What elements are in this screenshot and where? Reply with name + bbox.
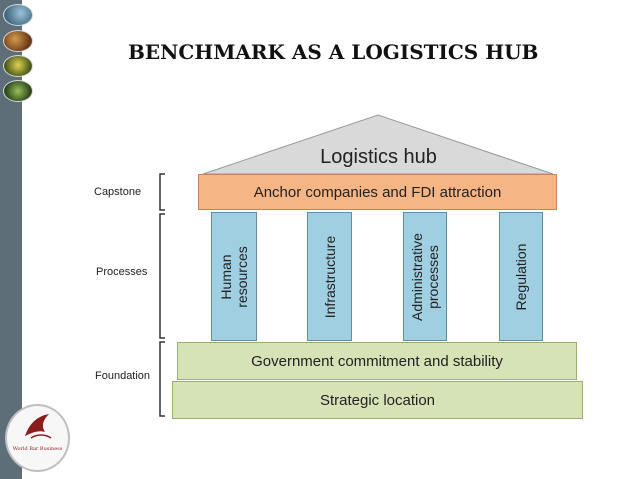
sidebar-strip: [0, 0, 22, 479]
bird-emblem-icon: [25, 414, 52, 439]
level-label-processes: Processes: [96, 266, 148, 278]
pillar-administrative-processes: Administrative processes: [403, 212, 447, 341]
slide-title: BENCHMARK AS A LOGISTICS HUB: [128, 40, 539, 64]
foundation-upper-label: Government commitment and stability: [251, 352, 503, 370]
capstone-bar: Anchor companies and FDI attraction: [198, 174, 557, 210]
logo-text: World Bar Business: [12, 446, 63, 452]
foundation-lower-label: Strategic location: [319, 391, 436, 409]
pillar-human-resources: Human resources: [211, 212, 257, 341]
capstone-label: Anchor companies and FDI attraction: [253, 183, 502, 201]
level-label-capstone: Capstone: [94, 186, 142, 198]
thumbnail-image-3: [3, 55, 33, 77]
foundation-lower-bar: Strategic location: [172, 381, 583, 419]
foundation-upper-bar: Government commitment and stability: [177, 342, 577, 380]
pillar-infrastructure: Infrastructure: [307, 212, 352, 341]
level-label-foundation: Foundation: [95, 370, 151, 382]
roof-label: Logistics hub: [320, 146, 437, 168]
thumbnail-image-4: [3, 80, 33, 102]
thumbnail-image-1: [3, 4, 33, 26]
organization-logo: World Bar Business: [5, 404, 70, 472]
thumbnail-image-2: [3, 30, 33, 52]
pillar-regulation: Regulation: [499, 212, 543, 341]
